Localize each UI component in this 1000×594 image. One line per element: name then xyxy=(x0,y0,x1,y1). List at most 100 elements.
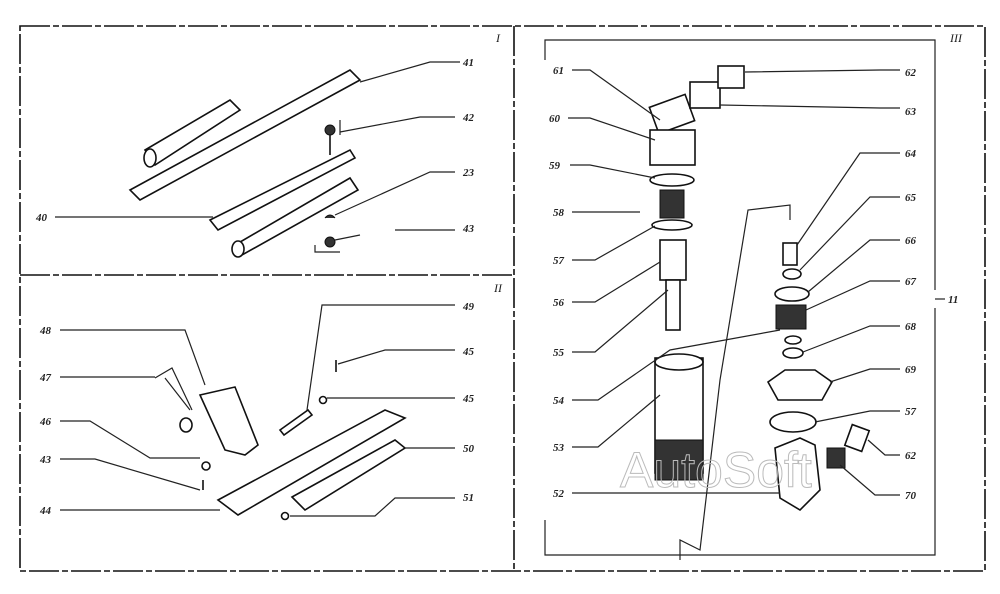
watermark: AutoSoft xyxy=(620,442,812,498)
drawing-stroke xyxy=(231,240,245,258)
drawing-stroke xyxy=(179,417,193,433)
callout-41: 41 xyxy=(462,57,474,69)
leader-61 xyxy=(572,69,661,121)
callout-40: 40 xyxy=(35,212,48,224)
callout-45b: 45 xyxy=(462,393,475,405)
ring-65 xyxy=(782,268,802,280)
leader-64 xyxy=(796,152,900,246)
callout-48: 48 xyxy=(39,325,52,337)
callout-43-ii: 43 xyxy=(39,454,52,466)
ring-51 xyxy=(280,511,290,521)
nut-43 xyxy=(324,236,336,248)
spring-47 xyxy=(154,367,193,411)
callout-70: 70 xyxy=(905,490,917,502)
fitting-70 xyxy=(826,447,846,469)
callout-60: 60 xyxy=(549,113,561,125)
rail-44 xyxy=(216,409,407,516)
callout-55: 55 xyxy=(553,347,565,359)
callout-66: 66 xyxy=(905,235,917,247)
leader-45a xyxy=(337,349,455,365)
washer-23 xyxy=(324,214,336,219)
callout-68: 68 xyxy=(905,321,917,333)
threaded-end-53 xyxy=(654,439,704,481)
callout-43: 43 xyxy=(462,223,475,235)
callout-62b: 62 xyxy=(905,450,917,462)
leader-60 xyxy=(568,117,656,141)
leader-67 xyxy=(805,280,900,311)
leader-48 xyxy=(60,329,206,386)
bearing-63 xyxy=(689,81,721,109)
panel-label-ii: II xyxy=(493,281,503,295)
bolt-42 xyxy=(324,124,336,136)
callout-65: 65 xyxy=(905,192,917,204)
callout-45a: 45 xyxy=(462,346,475,358)
callout-62a: 62 xyxy=(905,67,917,79)
leader-70 xyxy=(839,464,900,496)
callout-58: 58 xyxy=(553,207,565,219)
washer-57 xyxy=(784,335,802,345)
callout-51: 51 xyxy=(463,492,474,504)
washer-45 xyxy=(318,395,328,405)
leader-42 xyxy=(339,116,455,133)
leader-69 xyxy=(829,368,900,383)
leader-53 xyxy=(572,394,661,448)
ring-66 xyxy=(774,286,810,302)
gear-67 xyxy=(775,304,807,330)
pin-49 xyxy=(278,408,314,437)
nut-68 xyxy=(782,347,804,359)
callout-63: 63 xyxy=(905,106,917,118)
callout-59: 59 xyxy=(549,160,561,172)
leader-62a xyxy=(744,69,900,73)
assembly-path-line xyxy=(679,204,791,560)
drawing-stroke xyxy=(314,245,340,253)
leader-43 xyxy=(334,229,455,241)
shaft-55 xyxy=(665,279,681,331)
channel-41 xyxy=(128,69,362,201)
callout-49: 49 xyxy=(462,301,475,313)
nut-69 xyxy=(766,369,834,401)
leader-57a xyxy=(572,225,656,261)
callout-23: 23 xyxy=(462,167,475,179)
drawing-stroke xyxy=(654,353,704,371)
panel-1-parts xyxy=(128,69,362,258)
group-bracket-11 xyxy=(544,39,936,556)
callout-57b: 57 xyxy=(905,406,917,418)
leader-56 xyxy=(572,261,661,303)
callout-47: 47 xyxy=(39,372,52,384)
washer-46 xyxy=(201,461,211,471)
housing-60 xyxy=(649,129,696,166)
leader-41 xyxy=(359,61,460,83)
outer-frame xyxy=(19,25,986,572)
panel-label-i: I xyxy=(495,31,501,45)
callout-11: 11 xyxy=(948,294,958,306)
shaft-56 xyxy=(659,239,687,281)
leader-55 xyxy=(572,289,669,353)
callout-54: 54 xyxy=(553,395,565,407)
oring-57 xyxy=(769,411,817,433)
leader-54 xyxy=(572,329,781,401)
callout-57a: 57 xyxy=(553,255,565,267)
callout-56: 56 xyxy=(553,297,565,309)
leader-57b xyxy=(814,410,900,423)
callout-61: 61 xyxy=(553,65,564,77)
channel-40 xyxy=(208,148,357,232)
callout-67: 67 xyxy=(905,276,917,288)
gear-58 xyxy=(659,189,685,219)
leader-65 xyxy=(799,196,900,271)
panel-2-parts xyxy=(154,360,407,521)
leader-68 xyxy=(802,325,900,353)
body-52 xyxy=(774,437,821,512)
callout-52: 52 xyxy=(553,488,565,500)
leader-49 xyxy=(306,304,455,411)
callout-50: 50 xyxy=(463,443,475,455)
drawing-stroke xyxy=(143,148,157,168)
callout-69: 69 xyxy=(905,364,917,376)
callout-53: 53 xyxy=(553,442,565,454)
leader-23 xyxy=(334,171,455,216)
bushing-62 xyxy=(717,65,745,89)
leader-59 xyxy=(570,164,656,179)
panel-label-iii: III xyxy=(949,31,963,45)
leader-46 xyxy=(60,420,200,459)
spring-64 xyxy=(782,242,798,266)
